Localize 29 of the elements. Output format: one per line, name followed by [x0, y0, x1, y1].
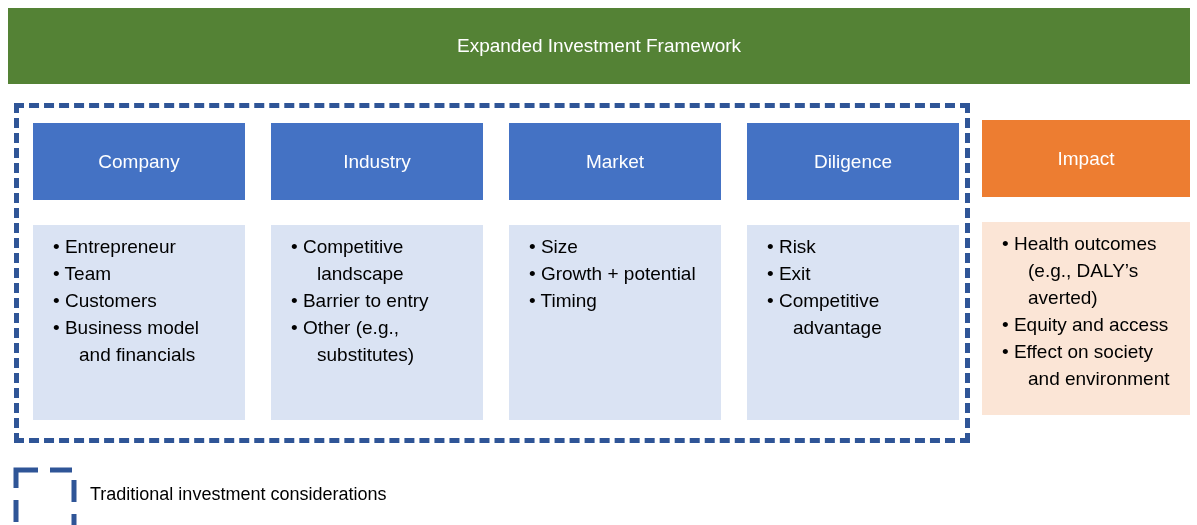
bullet-item: • Exit: [766, 262, 812, 286]
bullet-item: • Other (e.g., substitutes): [290, 316, 416, 367]
header-box: Diligence: [747, 123, 959, 200]
bullet-item: • Health outcomes (e.g., DALY’s averted): [1001, 232, 1158, 310]
legend-text: Traditional investment considerations: [90, 484, 387, 505]
bullet-item: • Business model and financials: [52, 316, 201, 367]
list-panel: [271, 225, 483, 420]
bullet-item: • Risk: [766, 235, 817, 259]
bullet-item: • Barrier to entry: [290, 289, 430, 313]
header-box: Impact: [982, 120, 1190, 197]
title-banner: Expanded Investment Framework: [8, 8, 1190, 84]
bullet-item: • Size: [528, 235, 579, 259]
list-panel: [747, 225, 959, 420]
bullet-item: • Growth + potential: [528, 262, 697, 286]
bullet-item: • Competitive landscape: [290, 235, 405, 286]
bullet-item: • Equity and access: [1001, 313, 1170, 337]
header-box: Company: [33, 123, 245, 200]
bullet-item: • Customers: [52, 289, 158, 313]
list-panel: [982, 222, 1190, 415]
header-box: Industry: [271, 123, 483, 200]
bullet-item: • Effect on society and environment: [1001, 340, 1171, 391]
dashed-frame: [14, 103, 970, 443]
list-panel: [509, 225, 721, 420]
header-box: Market: [509, 123, 721, 200]
list-panel: [33, 225, 245, 420]
bullet-item: • Entrepreneur: [52, 235, 177, 259]
bullet-item: • Team: [52, 262, 113, 286]
bullet-item: • Competitive advantage: [766, 289, 883, 340]
bullet-item: • Timing: [528, 289, 598, 313]
